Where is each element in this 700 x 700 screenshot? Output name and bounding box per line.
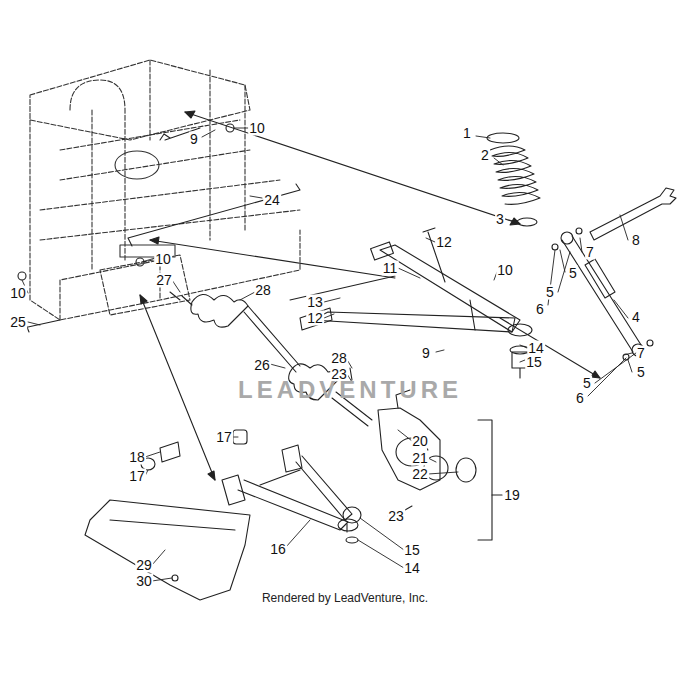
callout-number: 14 <box>527 341 545 356</box>
callout-number: 2 <box>480 148 490 163</box>
callout-number: 19 <box>503 488 521 503</box>
callout-number: 3 <box>495 212 505 227</box>
callout-number: 28 <box>330 351 348 366</box>
callout-number: 13 <box>306 295 324 310</box>
callout-number: 5 <box>568 266 578 281</box>
callout-number: 15 <box>525 355 543 370</box>
callout-number: 10 <box>154 252 172 267</box>
callout-number: 30 <box>135 574 153 589</box>
callout-number: 27 <box>155 273 173 288</box>
callout-number: 29 <box>135 558 153 573</box>
callout-number: 5 <box>636 365 646 380</box>
watermark: LEADVENTURE <box>238 376 462 404</box>
callout-number: 4 <box>631 310 641 325</box>
callout-number: 10 <box>496 263 514 278</box>
caption: Rendered by LeadVenture, Inc. <box>262 591 428 605</box>
callout-number: 23 <box>387 509 405 524</box>
callout-number: 22 <box>411 467 429 482</box>
callout-number: 6 <box>535 302 545 317</box>
callout-number: 7 <box>636 346 646 361</box>
callout-number: 18 <box>128 450 146 465</box>
callout-number: 9 <box>189 132 199 147</box>
callout-number: 11 <box>382 261 399 276</box>
callout-number: 5 <box>545 285 555 300</box>
callout-number: 10 <box>9 286 27 301</box>
callout-number: 17 <box>128 469 146 484</box>
callout-number: 26 <box>253 358 271 373</box>
callout-number: 17 <box>215 430 233 445</box>
callout-number: 21 <box>411 451 429 466</box>
callout-number: 7 <box>585 245 595 260</box>
callout-number: 16 <box>269 542 287 557</box>
callout-number: 25 <box>9 315 27 330</box>
callout-number: 10 <box>248 121 266 136</box>
callout-number: 20 <box>411 434 429 449</box>
callout-number: 12 <box>435 235 453 250</box>
callout-number: 14 <box>403 561 421 576</box>
callout-number: 5 <box>582 376 592 391</box>
callout-number: 15 <box>403 543 421 558</box>
callout-number: 8 <box>631 233 641 248</box>
callout-number: 24 <box>263 193 281 208</box>
callout-number: 12 <box>306 311 324 326</box>
callout-number: 6 <box>575 391 585 406</box>
callout-number: 28 <box>254 283 272 298</box>
callout-number: 1 <box>462 126 472 141</box>
callout-number: 9 <box>421 346 431 361</box>
